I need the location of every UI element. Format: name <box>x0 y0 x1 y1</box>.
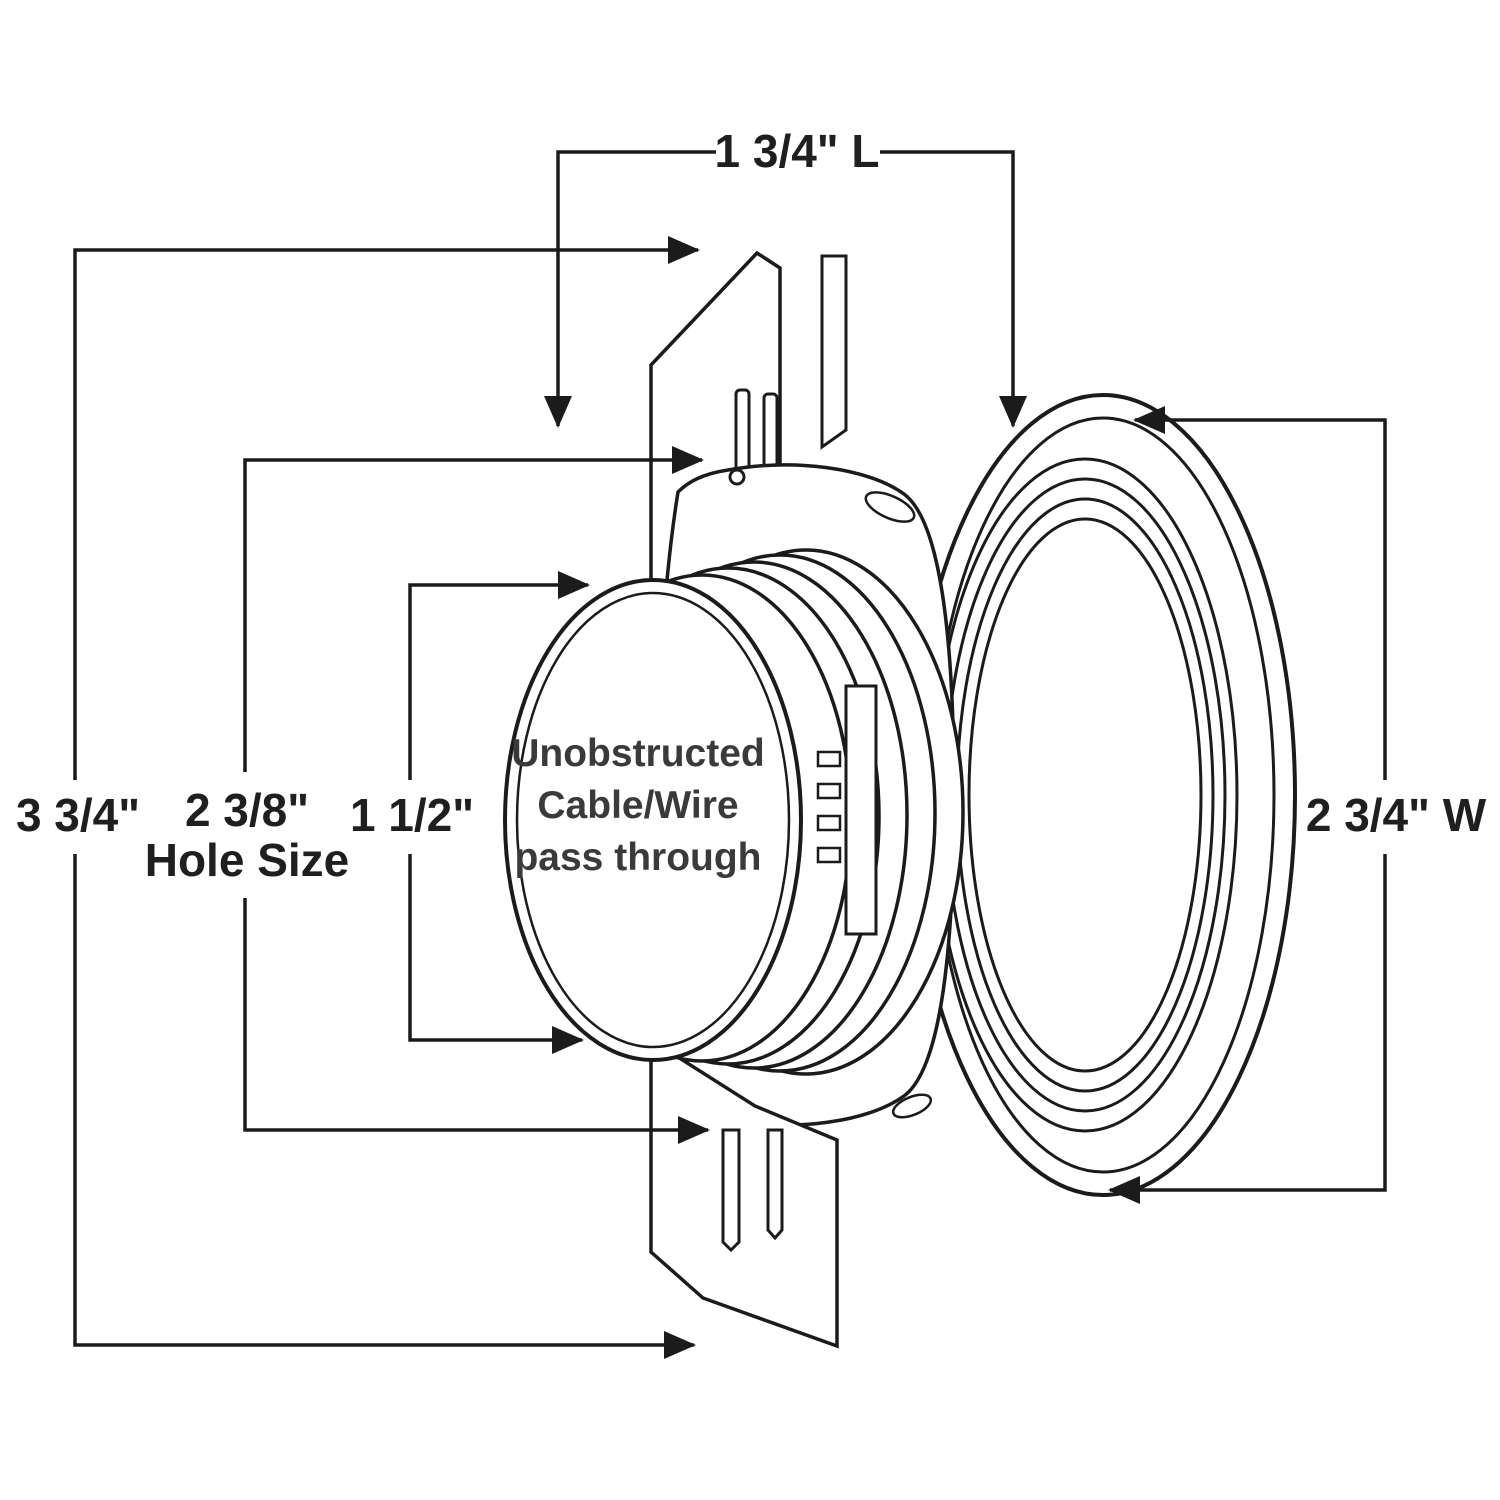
barrel-rings <box>931 457 1239 1133</box>
vent-slats <box>816 750 842 864</box>
callout-line-1: Unobstructed <box>511 732 765 775</box>
housing-detail-bottom-oval <box>891 1093 933 1119</box>
dimension-length-left-leader <box>544 150 716 428</box>
dim-label-hole-caption: Hole Size <box>145 834 350 886</box>
callout-line-3: pass through <box>514 836 761 879</box>
dim-label-hole-value: 2 3/8" <box>185 784 309 836</box>
dimension-overall-top-leader <box>73 236 700 780</box>
dimension-hole-top-leader <box>243 446 704 772</box>
dimension-lines <box>73 150 1387 1359</box>
front-face <box>503 578 803 1062</box>
front-face-inner-ring <box>515 591 791 1049</box>
dimension-overall-bottom-leader <box>73 854 696 1359</box>
housing-detail-top-oval <box>864 491 916 523</box>
device-drawing <box>503 250 1297 1349</box>
clamp-bar <box>816 684 878 936</box>
dimension-overall <box>73 236 700 1359</box>
dimension-width <box>1108 406 1387 1204</box>
dimension-inner-bottom-leader <box>408 854 584 1054</box>
dimension-length <box>544 150 1027 428</box>
dimension-length-right-leader <box>880 150 1027 428</box>
rear-wing-tab <box>820 254 848 450</box>
dimension-inner <box>408 571 590 1054</box>
dim-label-overall: 3 3/4" <box>16 789 140 841</box>
dimension-hole-bottom-leader <box>243 898 710 1144</box>
top-pivot-screw <box>728 468 746 486</box>
front-face-callout: Unobstructed Cable/Wire pass through <box>511 732 765 879</box>
dim-label-width: 2 3/4" W <box>1306 789 1487 841</box>
dim-label-length: 1 3/4" L <box>715 125 880 177</box>
dimension-inner-top-leader <box>408 571 590 780</box>
dimension-width-bottom-leader <box>1108 854 1387 1204</box>
dimension-width-top-leader <box>1133 406 1387 780</box>
dimension-hole-size <box>243 446 710 1144</box>
dim-label-inner: 1 1/2" <box>350 789 474 841</box>
callout-line-2: Cable/Wire <box>537 784 738 827</box>
bottom-prongs <box>721 1128 784 1253</box>
dimension-labels: 1 3/4" L 3 3/4" 2 3/8" Hole Size 1 1/2" … <box>16 125 1487 886</box>
